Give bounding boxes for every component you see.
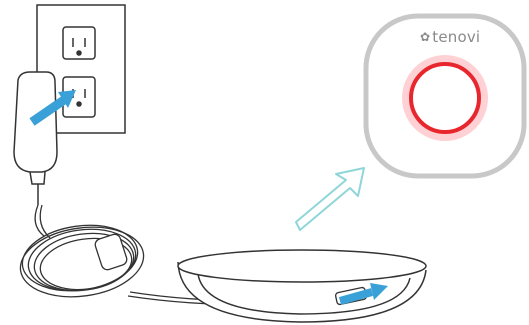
hub-brand-label: ✿tenovi (420, 28, 480, 46)
status-light-ring (411, 64, 479, 132)
brand-name: tenovi (432, 28, 480, 46)
lotus-icon: ✿ (420, 30, 430, 44)
hint-arrow (296, 168, 364, 230)
hub-base (178, 250, 426, 322)
power-adapter (14, 72, 57, 205)
